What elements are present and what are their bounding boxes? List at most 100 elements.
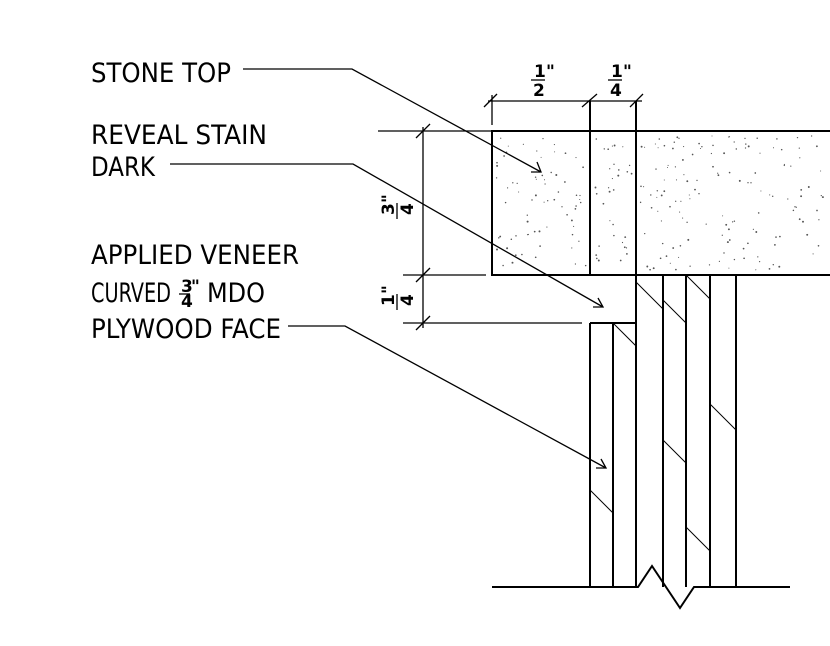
stipple-dot [682,217,684,219]
stipple-dot [546,226,548,228]
stipple-dot [795,206,797,208]
stipple-dot [656,190,659,192]
dim-half-den: 2 [533,81,545,101]
label-applied-veneer: APPLIED VENEER CURVED 3 4 " MDO PLYWOOD … [91,240,608,469]
dim-side-upper-inch: " [379,194,399,203]
stipple-dot [661,242,664,245]
stipple-dot [747,145,750,148]
mdo-text: MDO [207,278,265,309]
stipple-dot [511,261,514,264]
stipple-dot [611,145,613,147]
stipple-dot [694,188,696,191]
stipple-dot [689,198,691,200]
stipple-dot [499,235,502,238]
stipple-dot [725,223,728,226]
stipple-dot [597,259,600,262]
stipple-dot [595,254,598,256]
stipple-dot [579,201,582,204]
stipple-dot [705,223,707,225]
stipple-dot [733,141,735,143]
reveal-dark-text: DARK [91,152,156,183]
stipple-dot [807,186,810,188]
stipple-dot [639,201,642,204]
stipple-dot [630,172,633,175]
stipple-dot [619,259,622,262]
stipple-dot [680,200,682,202]
stipple-dot [643,186,645,188]
stipple-dot [752,228,755,230]
stipple-dot [584,264,587,267]
stipple-dot [750,182,752,184]
dim-side-upper-num: 3 [379,203,399,215]
stipple-dot [660,220,662,222]
stipple-dot [718,260,720,262]
stipple-dot [778,265,781,268]
stipple-dot [646,265,649,268]
stipple-dot [628,164,631,167]
stipple-dot [514,254,517,257]
stipple-dot [815,145,818,148]
stipple-dot [571,247,573,249]
stone-top-slab [491,130,830,276]
stipple-dot [820,170,822,172]
stipple-dot [757,212,760,214]
stipple-dot [806,233,809,236]
stipple-dot [640,145,643,148]
stipple-dot [657,147,659,149]
stipple-dot [613,234,615,237]
stipple-dot [733,220,736,222]
stipple-dot [660,194,663,197]
stipple-dot [669,205,671,208]
stipple-dot [747,242,749,245]
stipple-dot [535,178,537,180]
stipple-dot [503,155,505,157]
stipple-dot [663,179,665,181]
stipple-dot [612,189,615,191]
veneer-inch-mark: " [191,277,200,297]
stipple-dot [579,194,581,197]
stipple-dot [818,219,820,221]
stipple-dot [691,153,694,156]
stipple-dot [759,152,761,154]
stipple-dot [775,236,777,238]
stipple-dot [708,264,711,266]
stipple-dot [603,148,606,150]
veneer-num: 3 [181,277,193,297]
stipple-dot [496,161,498,164]
stipple-dot [594,186,597,189]
stipple-dot [727,136,730,138]
stipple-dot [533,230,536,233]
stipple-dot [612,223,614,226]
stipple-dot [698,142,700,145]
stipple-dot [566,213,568,216]
stipple-dot [561,206,563,208]
stipple-dot [779,235,781,238]
stipple-dot [712,144,714,147]
stipple-dot [667,167,668,168]
stipple-dot [608,190,611,193]
stipple-dot [820,194,822,197]
stipple-dot [515,235,517,237]
stipple-dot [607,148,610,151]
stipple-dot [542,137,544,140]
stipple-dot [774,244,776,246]
stipple-dot [757,256,759,258]
stipple-dot [607,187,610,189]
stipple-dot [579,198,581,201]
stipple-dot [687,238,690,241]
stipple-dot [657,210,659,212]
stipple-dot [623,246,626,249]
stipple-dot [650,194,652,196]
dim-half-inch: 1 2 " [531,62,555,101]
stipple-dot [527,233,529,236]
stipple-dot [683,174,685,176]
stipple-dot [747,182,749,184]
stipple-dot [744,147,747,149]
stipple-dot [760,190,762,192]
stipple-dot [640,185,642,188]
stipple-dot [726,241,729,244]
stipple-dot [531,199,533,201]
dim-side-lower-num: 1 [379,294,399,306]
stipple-dot [745,143,747,145]
stipple-dot [654,143,656,145]
